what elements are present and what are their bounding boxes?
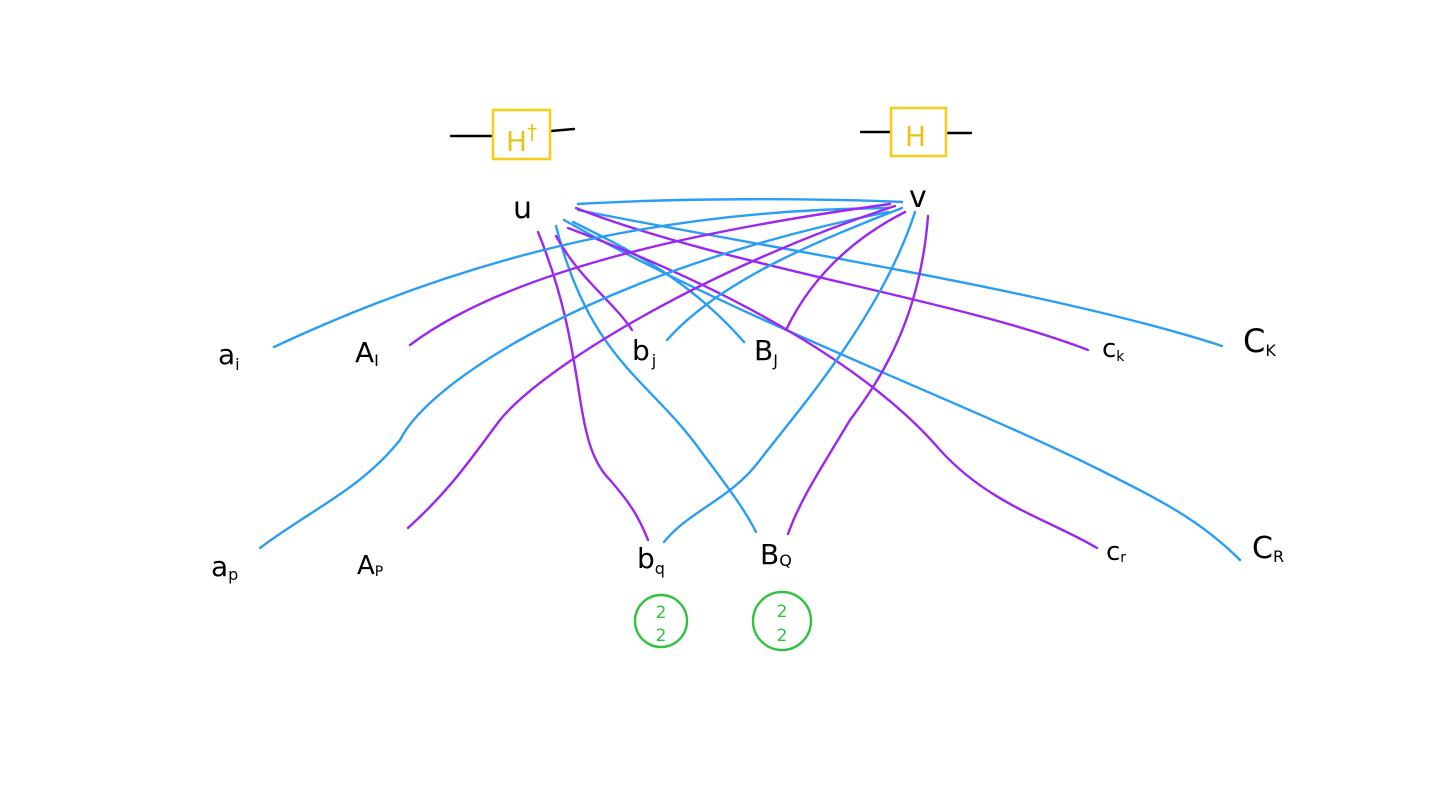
edge-u-bq-blue <box>554 224 758 534</box>
edges <box>258 198 1242 562</box>
node-AP: AP <box>357 551 383 581</box>
badge-BQ-circle <box>751 590 813 652</box>
edge-v-bj <box>665 206 904 342</box>
edge-u-ck <box>576 208 1224 348</box>
edge-v-AP <box>406 204 897 530</box>
node-bq: bq <box>637 542 665 578</box>
gate-h: H <box>859 106 973 158</box>
edge-u-cr-purple <box>566 226 1099 550</box>
edge-v-ai <box>272 206 890 349</box>
badge-bq-bottom: 2 <box>656 626 667 646</box>
badge-BQ-bottom: 2 <box>777 626 788 646</box>
edge-v-BJ <box>784 210 907 332</box>
edge-u-v <box>576 198 904 206</box>
badge-bq-circle <box>633 593 689 649</box>
edge-v-ap <box>258 210 890 550</box>
gate-h-box <box>889 106 948 158</box>
badge-BQ: 2 2 <box>751 590 813 652</box>
node-BQ: BQ <box>760 538 792 571</box>
node-CK: CK <box>1243 322 1276 360</box>
badge-BQ-top: 2 <box>777 602 788 622</box>
edge-u-bq-purple <box>536 230 650 542</box>
edge-v-AI <box>408 202 892 347</box>
edge-v-BQ <box>786 214 930 536</box>
node-v: v <box>909 180 927 215</box>
gate-h-dagger-label: H† <box>506 120 537 158</box>
node-AI: AI <box>355 336 379 370</box>
gate-h-label: H <box>905 120 926 153</box>
badge-bq: 2 2 <box>633 593 689 649</box>
node-u: u <box>513 191 532 226</box>
node-ai: ai <box>218 338 240 374</box>
badge-bq-top: 2 <box>656 603 667 623</box>
gate-h-dagger: H† <box>449 108 576 161</box>
node-cr: cr <box>1106 537 1126 567</box>
node-ap: ap <box>211 550 238 584</box>
node-CR: CR <box>1252 531 1284 566</box>
node-BJ: BJ <box>754 334 778 370</box>
node-ck: ck <box>1102 334 1125 365</box>
edge-v-bq <box>662 210 917 544</box>
edge-u-bj-purple <box>554 234 634 332</box>
gate-h-dagger-wire-right <box>549 127 576 133</box>
gate-h-dagger-box <box>491 108 552 161</box>
